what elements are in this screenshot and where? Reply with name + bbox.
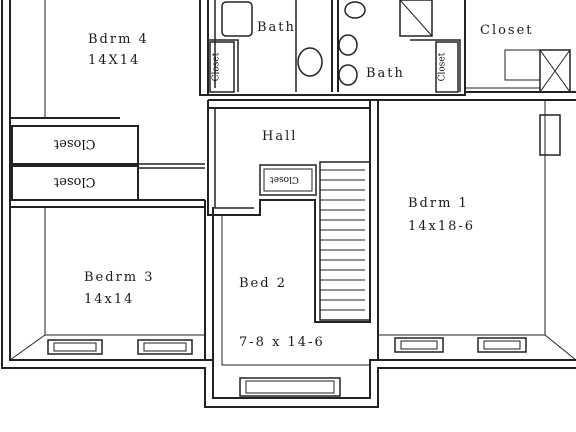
bdrm1-name: Bdrm 1 xyxy=(408,196,469,211)
bed2-size: 7-8 x 14-6 xyxy=(239,335,325,350)
bedrm3-name: Bedrm 3 xyxy=(84,270,155,285)
bdrm4-name: Bdrm 4 xyxy=(88,32,149,47)
bedrm3-size: 14x14 xyxy=(84,292,135,307)
closet-b-label: Closet xyxy=(54,174,96,189)
closet-a-label: Closet xyxy=(54,136,96,151)
hall-label: Hall xyxy=(262,129,298,144)
bdrm1-size: 14x18-6 xyxy=(408,219,476,234)
closet-top-label: Closet xyxy=(480,23,534,38)
closet-bath-right-label: Closet xyxy=(437,52,448,82)
bdrm4-size: 14X14 xyxy=(88,53,141,68)
bath-top-label: Bath xyxy=(257,20,296,35)
closet-bath-left-label: Closet xyxy=(211,52,222,82)
closet-hall-label: Closet xyxy=(270,174,299,184)
bath-right-label: Bath xyxy=(366,66,405,81)
bed2-name: Bed 2 xyxy=(239,276,287,291)
